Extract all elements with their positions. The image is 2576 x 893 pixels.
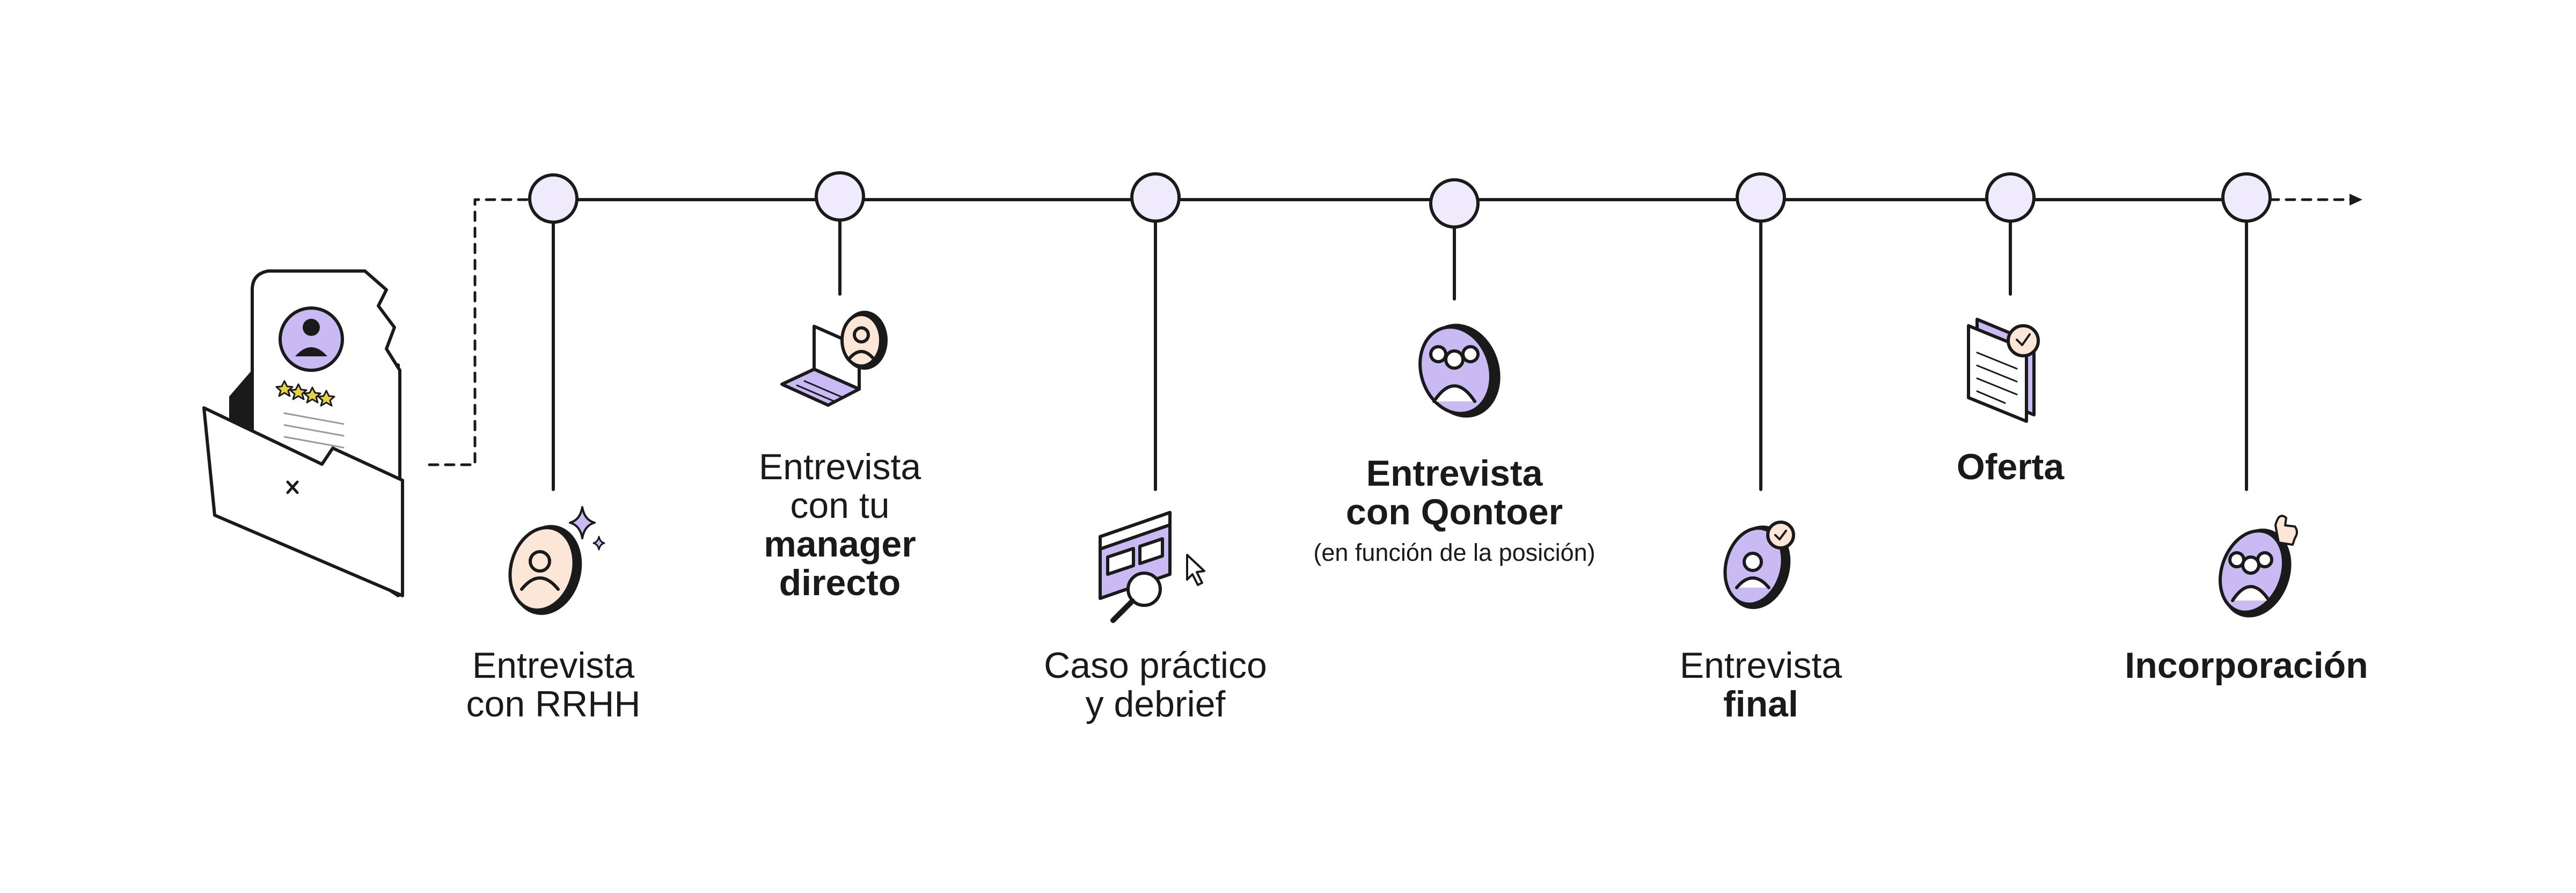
label-line: Entrevista (1366, 453, 1543, 494)
label-incorporacion: Incorporación (2125, 646, 2368, 685)
laptop-video-call-icon (780, 311, 888, 407)
label-line: Caso práctico (1044, 645, 1267, 686)
node-caso (1130, 172, 1181, 223)
label-line: Oferta (1956, 446, 2065, 487)
node-final (1736, 172, 1786, 223)
label-line: Incorporación (2125, 645, 2368, 686)
node-manager (815, 171, 865, 222)
label-line: Entrevista (1679, 645, 1842, 686)
label-line: Entrevista (472, 645, 635, 686)
group-avatar-icon (1418, 324, 1501, 418)
label-caso: Caso práctico y debrief (1044, 646, 1267, 723)
person-avatar-sparkle-icon (508, 506, 605, 615)
label-line: con Qontoer (1345, 492, 1563, 532)
group-avatar-thumbsup-icon (2219, 515, 2298, 618)
label-note: (en función de la posición) (1313, 539, 1596, 566)
label-rrhh: Entrevista con RRHH (466, 646, 641, 723)
label-line: con RRHH (466, 684, 641, 724)
label-line: con tu (790, 485, 890, 526)
label-line: Entrevista (758, 446, 921, 487)
label-final: Entrevista final (1680, 646, 1842, 723)
node-oferta (1985, 172, 2036, 223)
label-line: y debrief (1085, 684, 1226, 724)
node-qontoer (1429, 178, 1480, 229)
label-line: final (1723, 684, 1798, 724)
node-incorporacion (2221, 172, 2272, 223)
entry-dashed-connector (428, 198, 536, 466)
label-qontoer: Entrevista con Qontoer (en función de la… (1313, 454, 1595, 569)
document-check-icon (1967, 318, 2040, 423)
cv-folder-icon (202, 269, 404, 597)
node-rrhh (528, 173, 579, 224)
label-manager: Entrevista con tu manager directo (759, 448, 921, 602)
label-line: directo (779, 562, 901, 603)
timeline-arrowhead (2350, 194, 2362, 206)
label-oferta: Oferta (1957, 448, 2064, 486)
person-avatar-check-icon (1723, 521, 1795, 609)
browser-magnifier-cursor-icon (1099, 511, 1205, 623)
label-line: manager (764, 524, 916, 565)
